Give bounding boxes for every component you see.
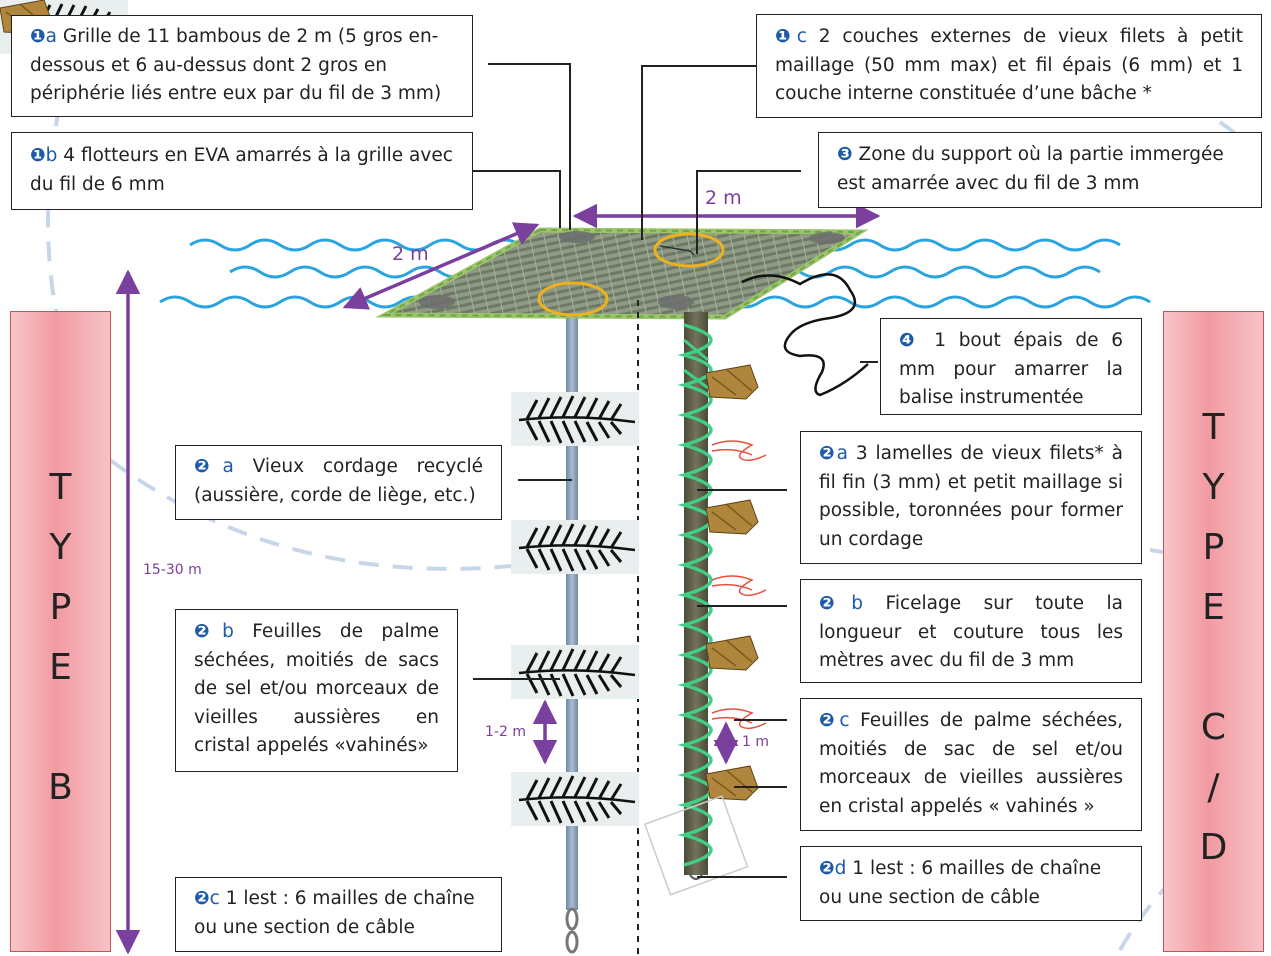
label-2b-type-cd: ❷b Ficelage sur toute la longueur et cou… [800, 579, 1142, 683]
label-4: ❹ 1 bout épais de 6 mm pour amarrer la b… [880, 318, 1142, 415]
label-2a-type-b: ❷a Vieux cordage recyclé (aussière, cord… [175, 445, 502, 520]
type-cd-letter: Y [1202, 467, 1225, 508]
type-cd-letter: C [1200, 707, 1227, 748]
rope-type-cd [0, 0, 767, 896]
leader-lines [470, 63, 878, 878]
label-2a-type-cd: ❷a 3 lamelles de vieux filets* à fil fin… [800, 431, 1142, 564]
type-cd-letter: / [1207, 767, 1220, 808]
mooring-line [741, 273, 869, 397]
type-cd-bar: T Y P E C / D [1163, 311, 1264, 952]
type-b-letter: E [49, 647, 72, 688]
dim-depth: 15-30 m [143, 562, 202, 578]
dim-spacing-cd: 1 m [742, 734, 769, 750]
type-b-letter: P [49, 587, 72, 628]
type-b-letter: B [48, 767, 73, 808]
dim-width-side: 2 m [392, 243, 429, 265]
type-cd-letter: P [1202, 527, 1225, 568]
label-2b-type-b: ❷b Feuilles de palme séchées, moitiés de… [175, 609, 458, 772]
label-2c-type-b: ❷c 1 lest : 6 mailles de chaîne ou une s… [175, 877, 502, 952]
type-cd-letter: D [1199, 827, 1228, 868]
type-b-letter: T [49, 467, 72, 508]
attach-zone-highlight [653, 232, 725, 268]
dim-width-top: 2 m [705, 187, 742, 209]
label-1a: ❶a Grille de 11 bambous de 2 m (5 gros e… [11, 15, 473, 117]
type-cd-letter: E [1202, 587, 1225, 628]
dimension-arrows [115, 203, 881, 955]
rope-pieces [711, 440, 767, 730]
type-b-letter: Y [49, 527, 72, 568]
label-1c: ❶c 2 couches externes de vieux filets à … [756, 14, 1262, 118]
label-2c-type-cd: ❷c Feuilles de palme séchées, moitiés de… [800, 698, 1142, 831]
label-2d-type-cd: ❷d 1 lest : 6 mailles de chaîne ou une s… [800, 846, 1142, 921]
label-1b: ❶b 4 flotteurs en EVA amarrés à la grill… [11, 132, 473, 210]
type-b-bar: T Y P E B [10, 311, 111, 952]
dim-spacing-b: 1-2 m [485, 724, 526, 740]
type-cd-letter: T [1202, 407, 1225, 448]
label-3: ❸ Zone du support où la partie immergée … [818, 132, 1262, 208]
chain-weight [565, 907, 579, 954]
weight-box [643, 795, 749, 896]
